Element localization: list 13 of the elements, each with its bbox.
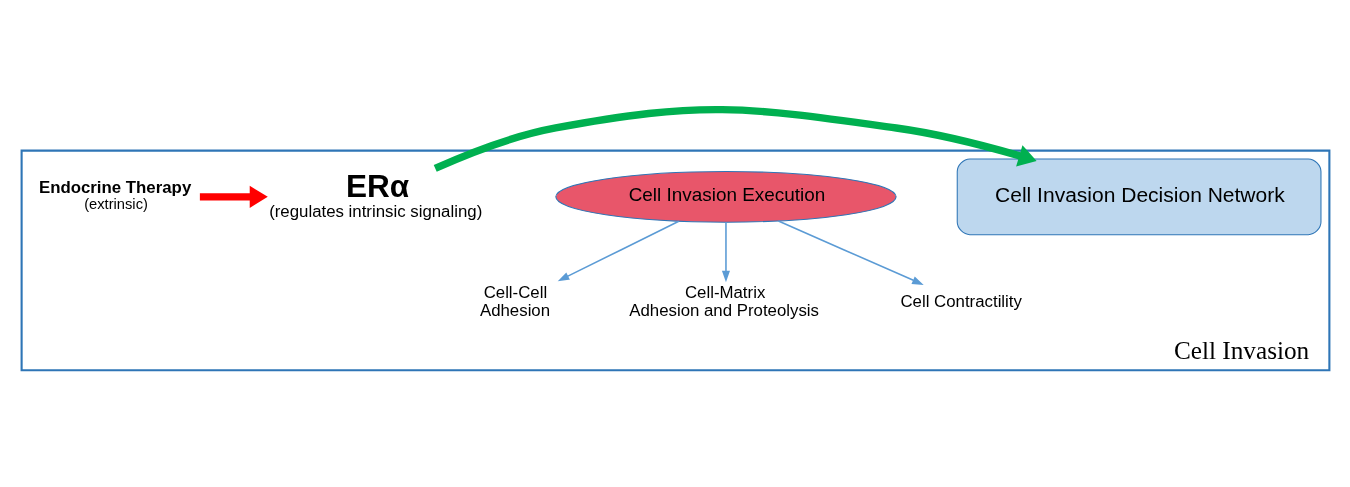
arrow — [433, 105, 1037, 172]
node-text: Cell Contractility — [899, 291, 1022, 311]
node-text: Cell-Matrix Adhesion and Proteolysis — [628, 282, 819, 320]
node-label: (extrinsic) — [83, 195, 148, 212]
node-label: (regulates intrinsic signaling) — [268, 201, 482, 221]
node-box: Cell Invasion Decision Network — [956, 157, 1321, 235]
arrow — [557, 219, 680, 281]
node-text: Cell-Cell Adhesion — [479, 282, 550, 320]
node-text: ERα — [345, 167, 409, 204]
arrow — [721, 221, 730, 282]
node-ellipse: Cell Invasion Execution — [554, 170, 897, 223]
node-text: Endocrine Therapy — [38, 177, 191, 197]
arrow — [777, 219, 924, 285]
